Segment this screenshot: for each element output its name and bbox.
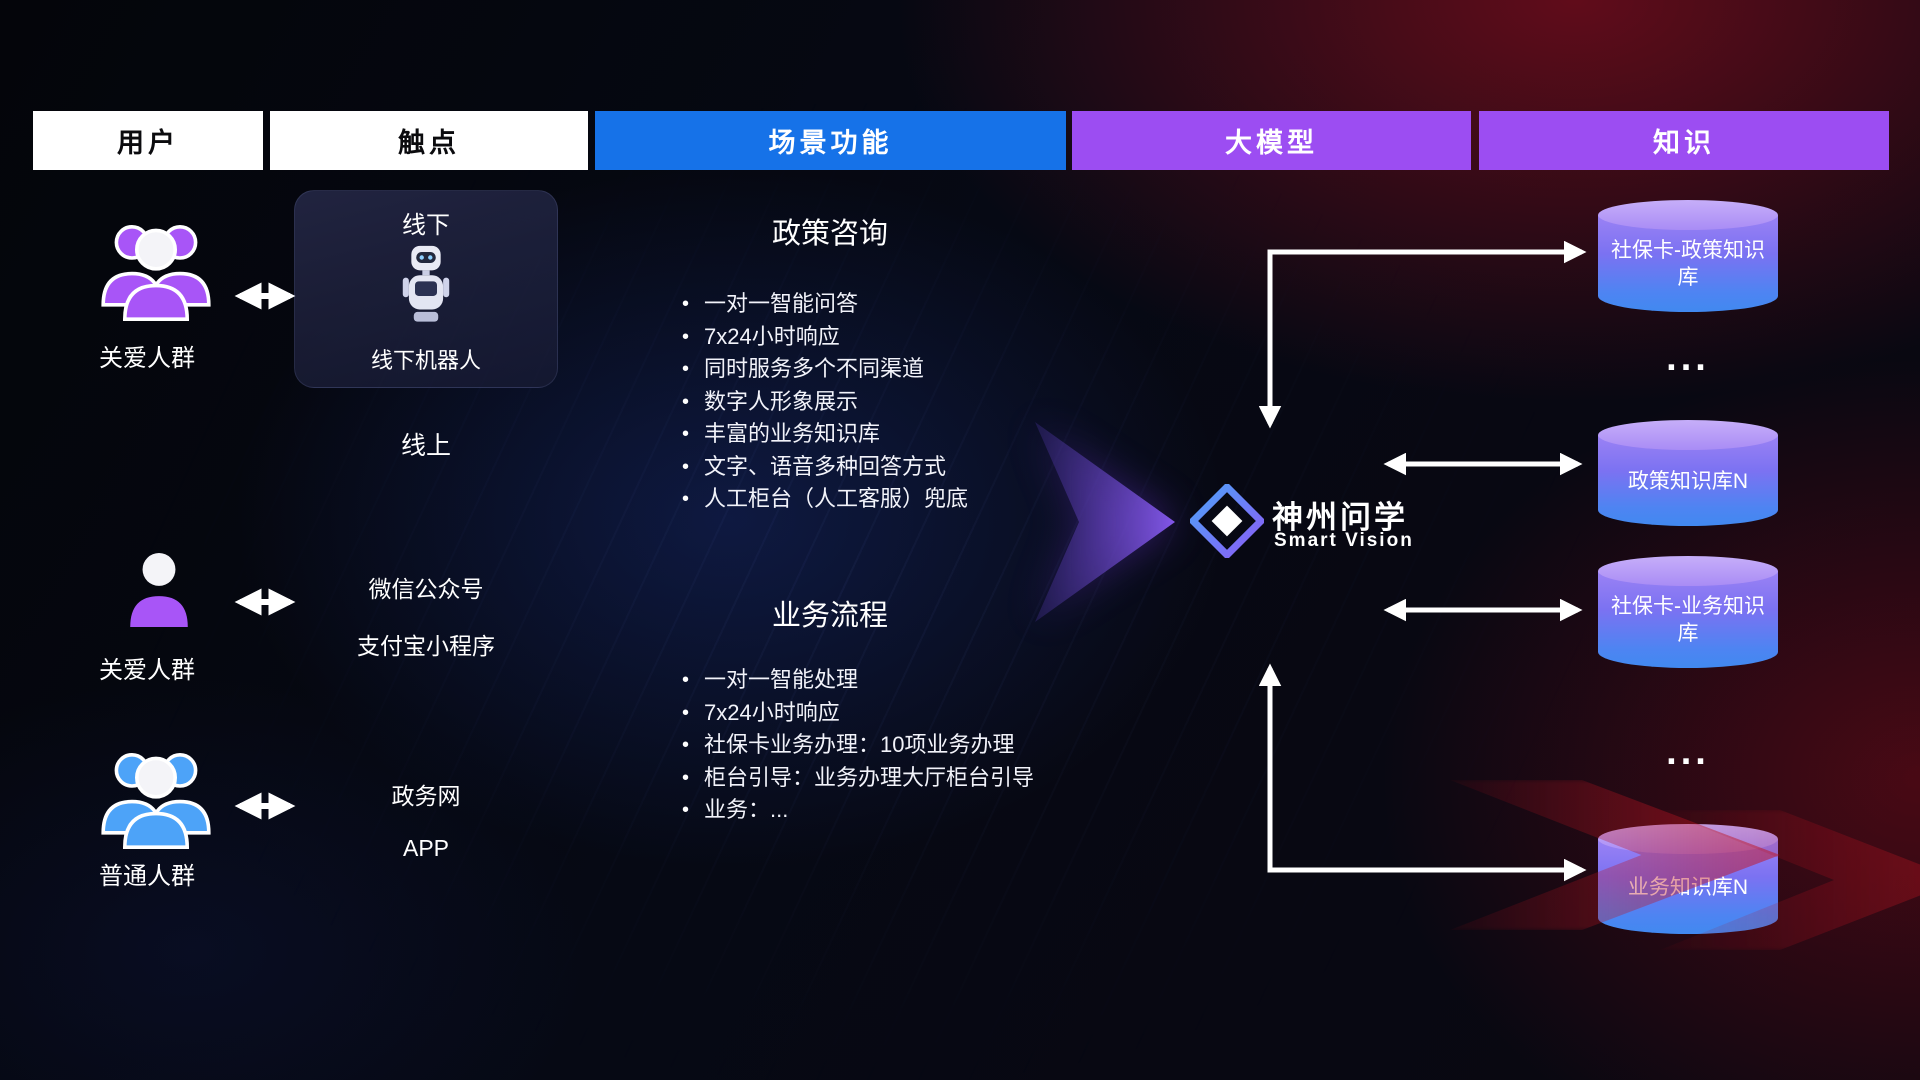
scene-policy-item: 丰富的业务知识库 (680, 418, 968, 451)
header-scene: 场景功能 (595, 111, 1066, 170)
flow-arrow-icon (1035, 422, 1175, 627)
scene-business-item: 社保卡业务办理：10项业务办理 (680, 729, 1034, 762)
robot-icon (295, 241, 557, 329)
scene-policy-item: 7x24小时响应 (680, 321, 968, 354)
scene-policy-title: 政策咨询 (771, 218, 888, 250)
online-title: 线上 (400, 432, 451, 460)
user-group2-label: 关爱人群 (99, 657, 195, 684)
scene-policy-item: 文字、语音多种回答方式 (680, 451, 968, 484)
scene-policy-list: 一对一智能问答 7x24小时响应 同时服务多个不同渠道 数字人形象展示 丰富的业… (680, 288, 968, 516)
ellipsis-2: ... (1666, 731, 1710, 773)
header-model: 大模型 (1072, 111, 1471, 170)
scene-policy-item: 数字人形象展示 (680, 386, 968, 419)
offline-title: 线下 (402, 212, 450, 239)
user-group3-label: 普通人群 (99, 863, 195, 890)
db3-label: 社保卡-业务知识库 (1611, 595, 1765, 645)
db2-label: 政策知识库N (1627, 469, 1749, 493)
db-cylinder-body-icon (1598, 215, 1778, 312)
channel-gov: 政务网 (391, 783, 461, 809)
scene-business-title: 业务流程 (771, 600, 888, 632)
offline-touchpoint-card: 线下 线下机器人 (294, 190, 558, 388)
db4-label: 业务知识库N (1627, 875, 1749, 899)
db-cylinder-top-icon (1598, 200, 1778, 230)
scene-policy-item: 同时服务多个不同渠道 (680, 353, 968, 386)
model-subtitle: Smart Vision (1274, 530, 1414, 551)
channel-wechat: 微信公众号 (368, 576, 484, 602)
header-touchpoint: 触点 (270, 111, 588, 170)
channel-alipay: 支付宝小程序 (357, 633, 495, 659)
db1-label: 社保卡-政策知识库 (1611, 239, 1765, 289)
db-cylinder-body-icon (1598, 571, 1778, 668)
header-knowledge: 知识 (1479, 111, 1889, 170)
header-user: 用户 (33, 111, 263, 170)
knowledge-db-cylinder: 社保卡-业务知识库 (1598, 556, 1778, 668)
knowledge-db-cylinder: 政策知识库N (1598, 420, 1778, 526)
smart-vision-logo-icon (1187, 481, 1267, 563)
scene-business-item: 柜台引导：业务办理大厅柜台引导 (680, 762, 1034, 795)
group-users-blue-icon (96, 744, 216, 857)
user-group1-label: 关爱人群 (99, 345, 195, 372)
group-users-purple-icon (96, 216, 216, 329)
scene-business-item: 7x24小时响应 (680, 697, 1034, 730)
channel-app: APP (402, 835, 450, 861)
offline-robot-label: 线下机器人 (370, 348, 481, 373)
scene-business-list: 一对一智能处理 7x24小时响应 社保卡业务办理：10项业务办理 柜台引导：业务… (680, 664, 1034, 827)
scene-business-item: 业务：... (680, 794, 1034, 827)
person-purple-icon (122, 546, 196, 639)
knowledge-db-cylinder: 社保卡-政策知识库 (1598, 200, 1778, 312)
knowledge-db-cylinder: 业务知识库N (1598, 824, 1778, 934)
db-cylinder-top-icon (1598, 556, 1778, 586)
model-name: 神州问学 (1272, 500, 1408, 535)
scene-policy-item: 人工柜台（人工客服）兜底 (680, 483, 968, 516)
ellipsis-1: ... (1666, 337, 1710, 379)
db-cylinder-body-icon (1598, 435, 1778, 526)
db-cylinder-top-icon (1598, 420, 1778, 450)
scene-policy-item: 一对一智能问答 (680, 288, 968, 321)
scene-business-item: 一对一智能处理 (680, 664, 1034, 697)
